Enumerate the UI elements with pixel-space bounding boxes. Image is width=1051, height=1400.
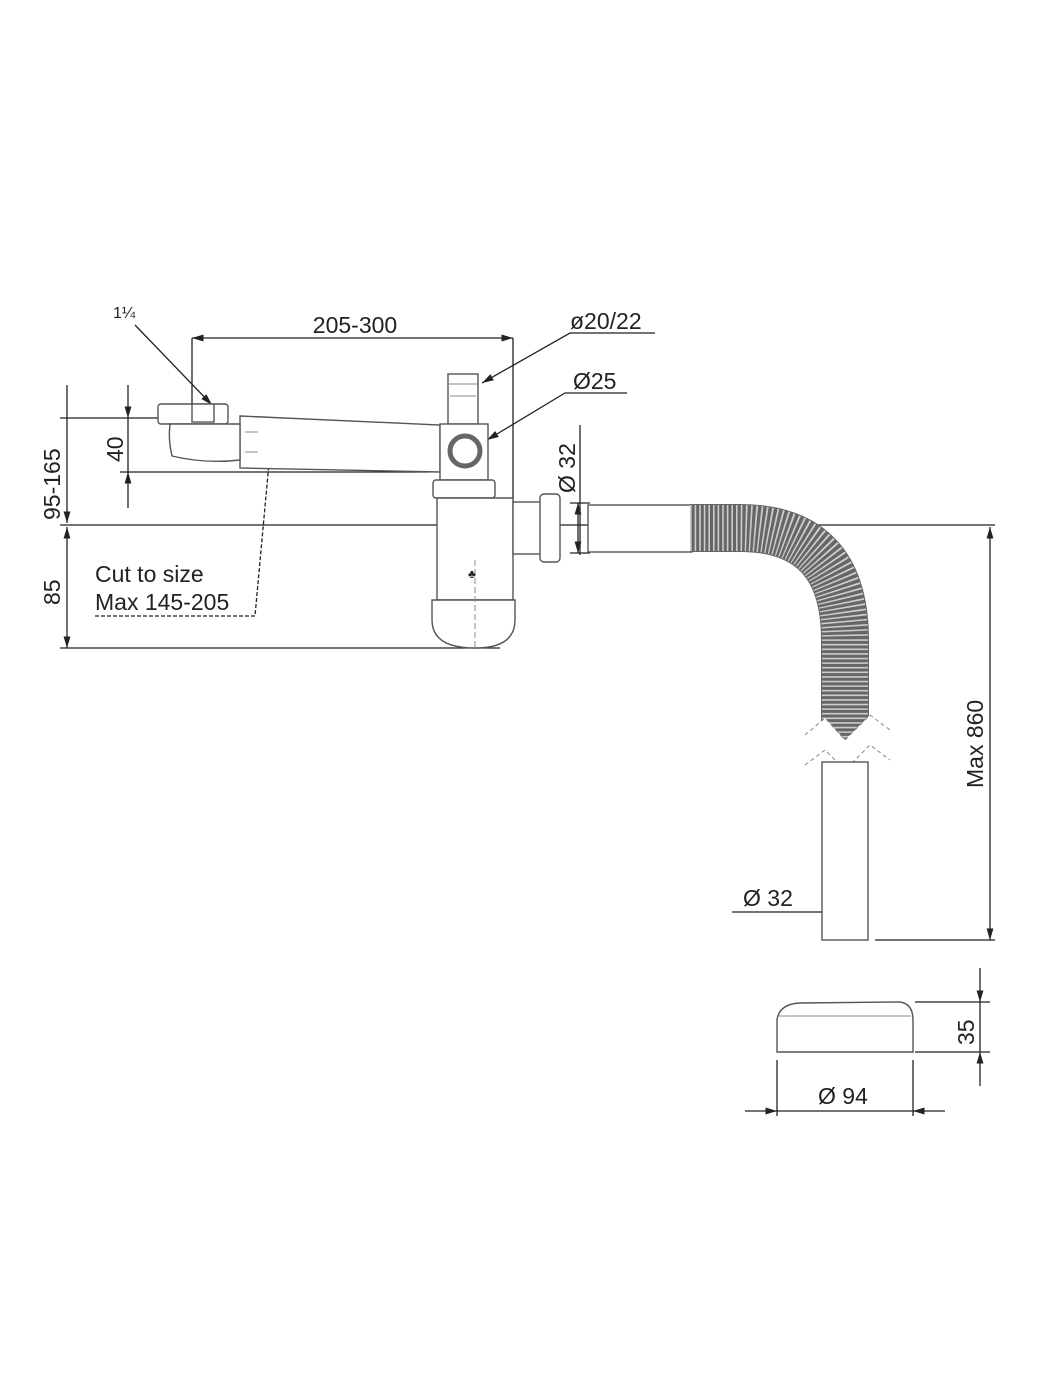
- hose-connector-label: ø20/22: [570, 308, 642, 334]
- side-inlet-label: Ø25: [573, 368, 616, 394]
- corrugated-hose: [690, 504, 891, 941]
- inlet-height-label: 40: [102, 436, 128, 462]
- trap-depth-label: 85: [39, 579, 65, 605]
- arm-length-label: 205-300: [313, 312, 397, 338]
- cap-diameter-label: Ø 94: [818, 1083, 868, 1109]
- brand-mark-icon: ♣: [468, 567, 476, 581]
- thread-size-label: 1¼: [113, 305, 136, 322]
- dimension-lines: [60, 324, 995, 1116]
- pipe-diameter-label: Ø 32: [743, 885, 793, 911]
- cap-height-label: 35: [953, 1019, 979, 1045]
- cut-note-line1: Cut to size: [95, 561, 204, 587]
- outlet-diameter-label: Ø 32: [554, 443, 580, 493]
- height-range-label: 95-165: [39, 448, 65, 520]
- hose-length-label: Max 860: [962, 700, 988, 788]
- cut-note-line2: Max 145-205: [95, 589, 229, 615]
- cover-cap: [776, 1001, 914, 1053]
- siphon-body: ♣: [157, 373, 693, 649]
